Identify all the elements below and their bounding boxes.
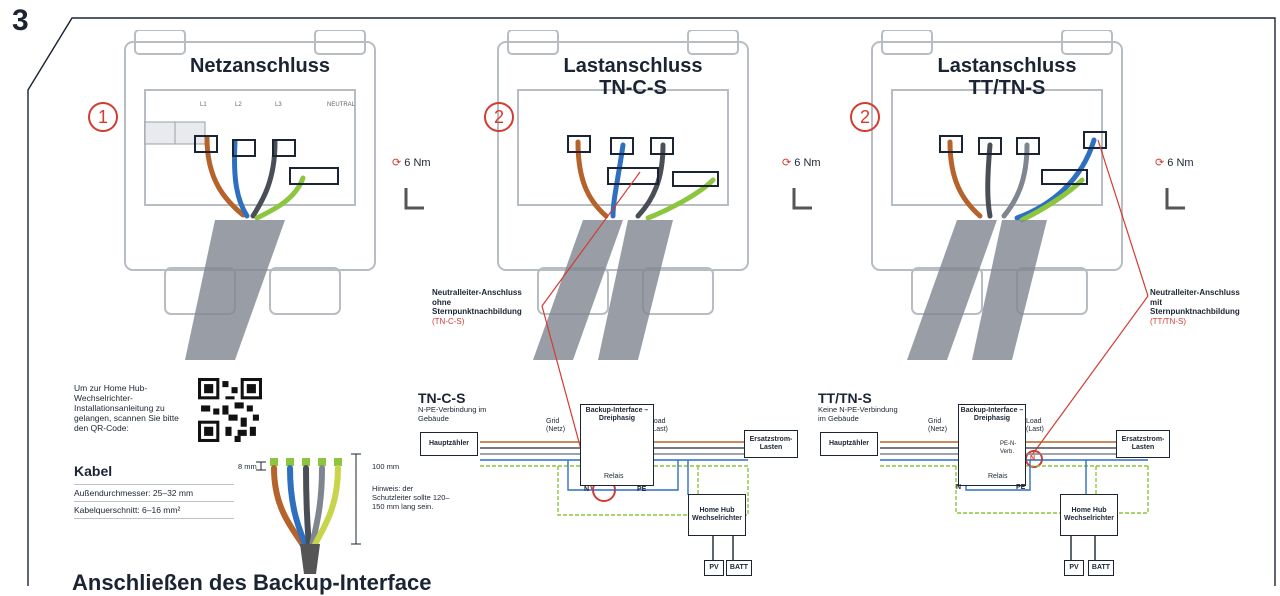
- panel-2-torque: ⟳ 6 Nm: [782, 157, 821, 169]
- schematic-1-subtitle: N-PE-Verbindung im Gebäude: [418, 405, 487, 423]
- connection-box-illustration-2: [497, 30, 749, 360]
- schematic-2-batt: BATT: [1088, 560, 1114, 576]
- torque-icon: ⟳: [782, 157, 792, 169]
- neutral-note-ttns: Neutralleiter-Anschluss mit Sternpunktna…: [1150, 288, 1240, 326]
- schematic-2-n-label: N: [956, 484, 962, 491]
- schematic-1-main-meter: Hauptzähler: [420, 432, 478, 456]
- connection-box-illustration-1: L2 L1 L3 NEUTRAL: [124, 30, 376, 360]
- terminal-label-neutral: NEUTRAL: [327, 102, 356, 108]
- cable-spec-cross-section: Kabelquerschnitt: 6–16 mm²: [74, 502, 234, 519]
- panel-3-torque: ⟳ 6 Nm: [1155, 157, 1194, 169]
- hex-key-icon: [792, 188, 812, 210]
- step-number: 3: [12, 4, 29, 37]
- cable-spec-diameter: Außendurchmesser: 25–32 mm: [74, 484, 234, 502]
- hex-key-icon: [1165, 188, 1185, 210]
- terminal-label-l1: L1: [200, 102, 207, 108]
- schematic-2-subtitle: Keine N-PE-Verbindung im Gebäude: [818, 405, 898, 423]
- panel-1-torque: ⟳ 6 Nm: [392, 157, 431, 169]
- cable-heading: Kabel: [74, 463, 113, 479]
- qr-instruction: Um zur Home Hub-Wechselrichter-Installat…: [74, 383, 179, 433]
- panel-3-title: Lastanschluss TT/TN-S: [937, 55, 1077, 99]
- terminal-label-l2: L2: [235, 102, 242, 108]
- schematic-1-title: TN-C-S: [418, 390, 466, 406]
- panel-1-badge: 1: [88, 102, 118, 132]
- strip-length-label: 8 mm: [238, 462, 257, 471]
- schematic-2-main-meter: Hauptzähler: [820, 432, 878, 456]
- schematic-2-load-label: Load (Last): [1026, 418, 1044, 433]
- schematic-2-relay-label: Relais: [988, 473, 1008, 480]
- qr-code[interactable]: [198, 378, 262, 442]
- protective-conductor-hint: Hinweis: der Schutzleiter sollte 120–150…: [372, 484, 450, 511]
- schematic-1-backup-interface: Backup-Interface – Dreiphasig: [580, 404, 654, 486]
- neutral-highlight-circle: [1025, 450, 1043, 468]
- torque-icon: ⟳: [392, 157, 402, 169]
- panel-3-badge: 2: [850, 102, 880, 132]
- schematic-1-inverter: Home Hub Wechselrichter: [688, 494, 746, 536]
- terminal-label-l3: L3: [275, 102, 282, 108]
- schematic-1-load-label: Load (Last): [650, 418, 668, 433]
- schematic-2-backup-interface: Backup-Interface – Dreiphasig: [958, 404, 1026, 486]
- schematic-2-pv: PV: [1064, 560, 1084, 576]
- schematic-2-n-highlight-label: N: [1030, 455, 1036, 462]
- section-heading: Anschließen des Backup-Interface: [72, 570, 432, 595]
- panel-1-title: Netzanschluss: [189, 55, 331, 77]
- schematic-1-grid-label: Grid (Netz): [546, 418, 566, 433]
- cable-length-label: 100 mm: [372, 462, 400, 471]
- panel-2-badge: 2: [484, 102, 514, 132]
- schematic-2-inverter: Home Hub Wechselrichter: [1060, 494, 1118, 536]
- torque-icon: ⟳: [1155, 157, 1165, 169]
- connection-box-illustration-3: [871, 30, 1123, 360]
- schematic-2-grid-label: Grid (Netz): [928, 418, 948, 433]
- schematic-1-n-label: N: [584, 486, 590, 493]
- hex-key-icon: [404, 188, 424, 210]
- schematic-2-backup-loads: Ersatzstrom-Lasten: [1116, 430, 1170, 458]
- neutral-note-tncs: Neutralleiter-Anschluss ohne Sternpunktn…: [432, 288, 522, 326]
- schematic-2-pe-label: PE: [1016, 484, 1026, 491]
- schematic-1-pe-label: PE: [637, 486, 647, 493]
- schematic-2-title: TT/TN-S: [818, 390, 872, 406]
- schematic-2-pen-label: PE-N-Verb.: [1000, 441, 1017, 455]
- schematic-1-backup-loads: Ersatzstrom-Lasten: [744, 430, 798, 458]
- schematic-1-pv: PV: [704, 560, 724, 576]
- schematic-1-relay-label: Relais: [604, 473, 624, 480]
- panel-2-title: Lastanschluss TN-C-S: [563, 55, 703, 99]
- stripped-cable-illustration: [256, 453, 361, 574]
- schematic-1-batt: BATT: [726, 560, 752, 576]
